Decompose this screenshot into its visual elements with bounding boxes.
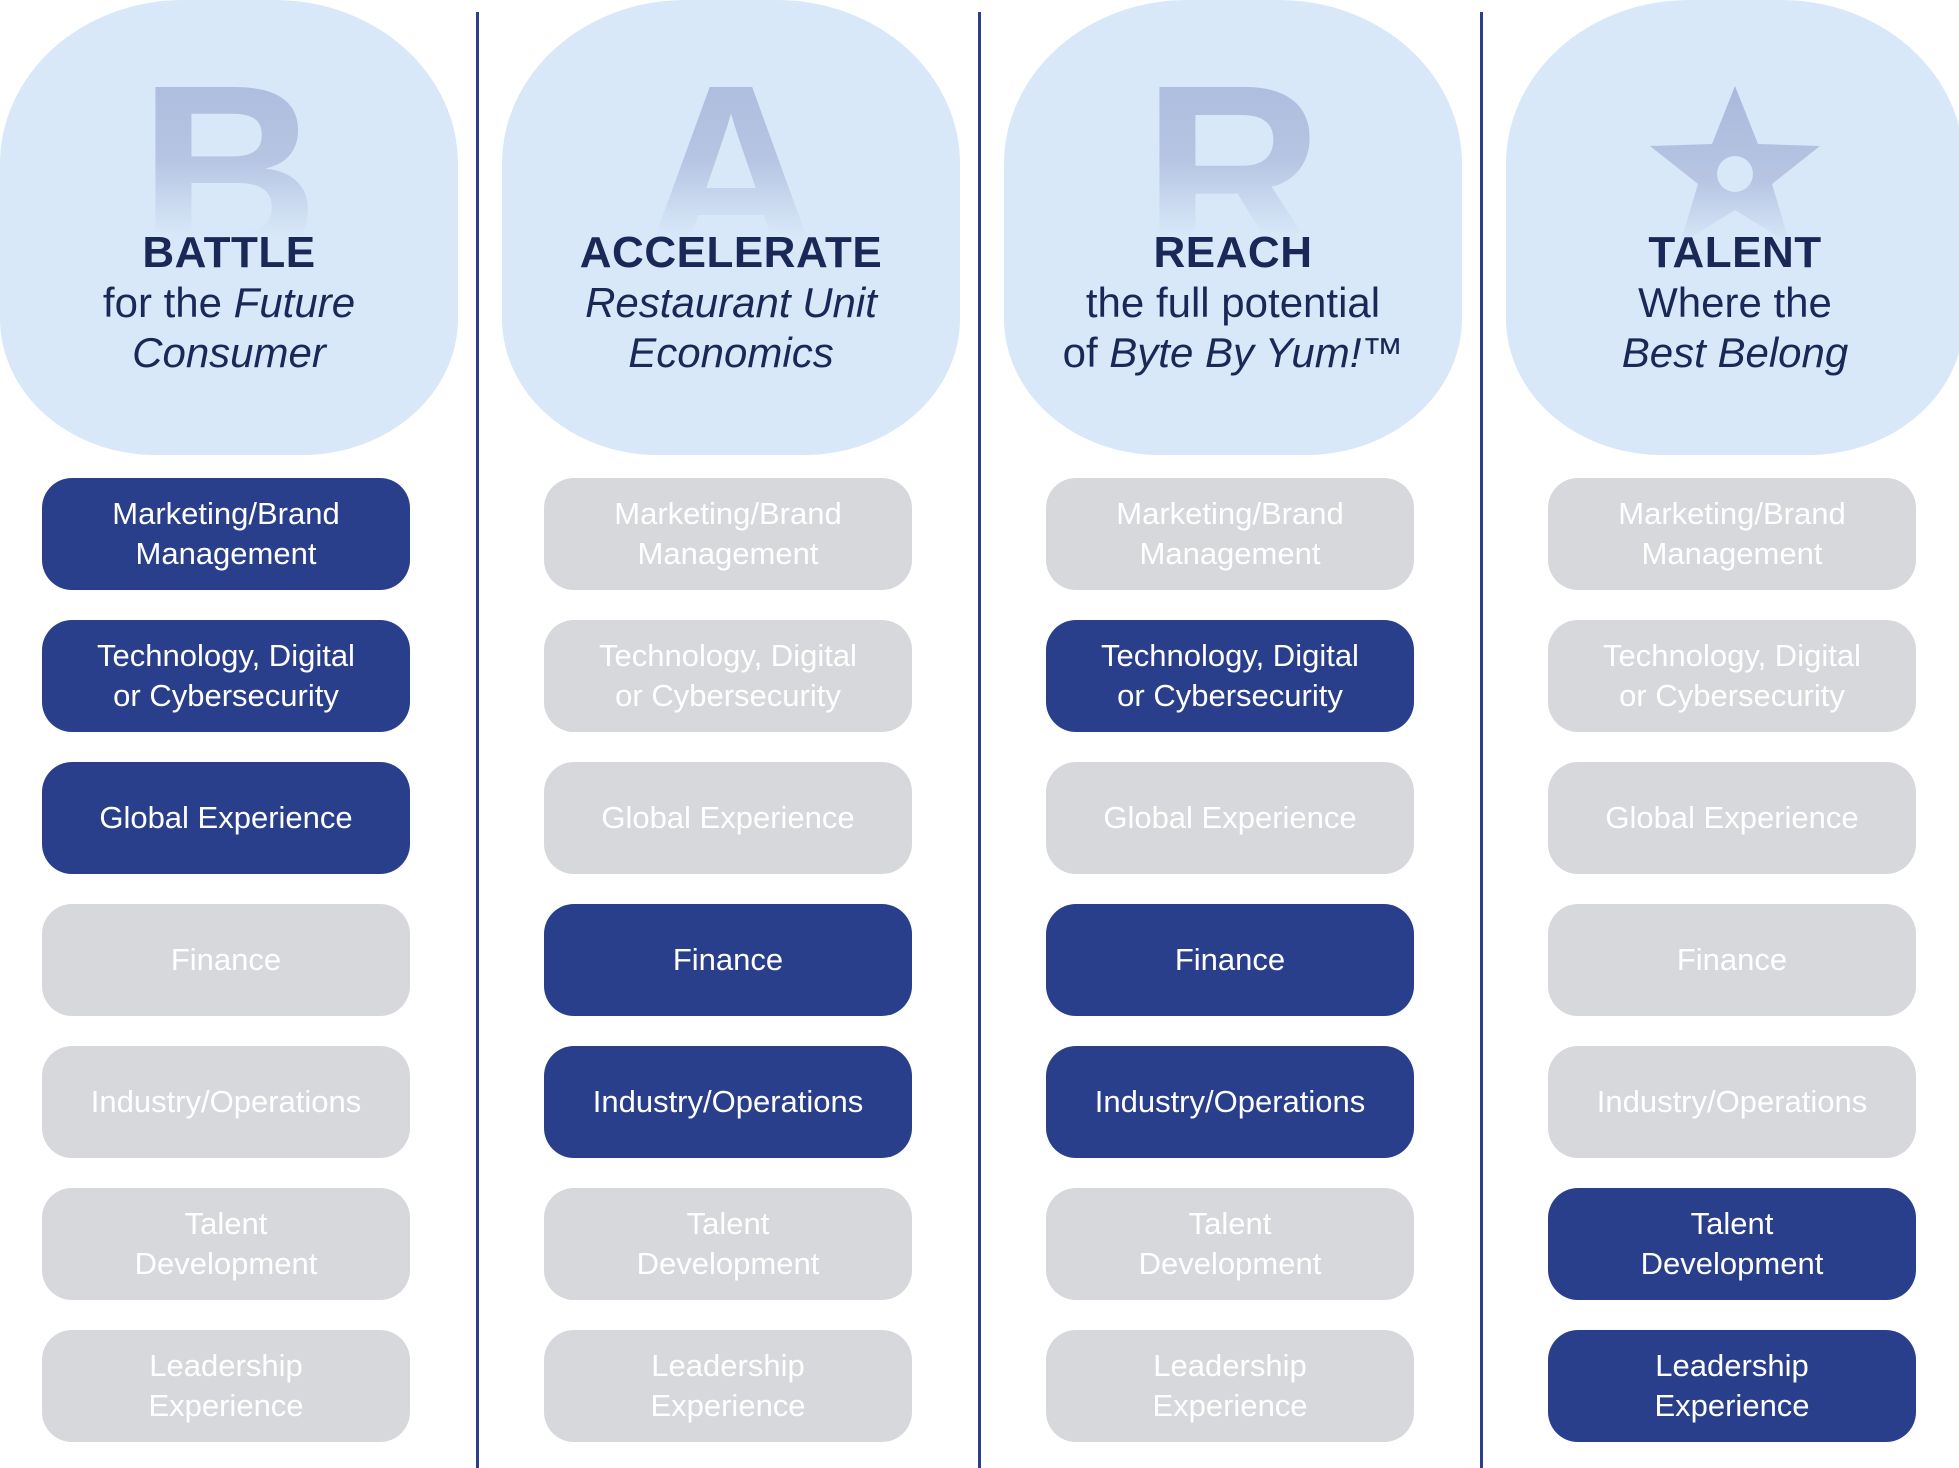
- skill-pill: Industry/Operations: [544, 1046, 912, 1158]
- trademark-symbol: ™: [1361, 329, 1404, 376]
- skill-label: Marketing/Brand Management: [614, 496, 842, 571]
- skill-pill: Leadership Experience: [544, 1330, 912, 1442]
- subtitle-italic-text: Best Belong: [1621, 329, 1849, 376]
- pillar-subtitle-line-2: Consumer: [0, 328, 458, 378]
- skill-label: Leadership Experience: [1654, 1348, 1810, 1423]
- skill-pill: Finance: [1046, 904, 1414, 1016]
- skill-label: Global Experience: [601, 800, 855, 835]
- pillar-title: BATTLE: [142, 228, 316, 277]
- column-divider: [476, 12, 479, 1468]
- pillar-subtitle-line-2: Economics: [502, 328, 960, 378]
- skill-label: Global Experience: [99, 800, 353, 835]
- skill-label: Technology, Digital or Cybersecurity: [599, 638, 857, 713]
- skill-pill: Talent Development: [42, 1188, 410, 1300]
- skill-label: Talent Development: [1138, 1206, 1322, 1281]
- pillar-subtitle-line-1: the full potential: [1004, 278, 1462, 328]
- star-icon: [1650, 86, 1820, 244]
- skill-pill: Industry/Operations: [42, 1046, 410, 1158]
- skill-label: Talent Development: [134, 1206, 318, 1281]
- skill-label: Industry/Operations: [592, 1084, 864, 1119]
- pillar-title: TALENT: [1648, 228, 1822, 277]
- skill-label: Leadership Experience: [650, 1348, 806, 1423]
- skill-label: Marketing/Brand Management: [1116, 496, 1344, 571]
- skill-label: Finance: [170, 942, 282, 977]
- skill-label: Global Experience: [1605, 800, 1859, 835]
- subtitle-text: of: [1062, 329, 1110, 376]
- subtitle-text: the full potential: [1085, 279, 1381, 326]
- skill-pill: Technology, Digital or Cybersecurity: [1548, 620, 1916, 732]
- skill-pill: Talent Development: [1046, 1188, 1414, 1300]
- skill-label: Finance: [672, 942, 784, 977]
- skill-pill: Marketing/Brand Management: [544, 478, 912, 590]
- skill-label: Marketing/Brand Management: [1618, 496, 1846, 571]
- pillar-title: ACCELERATE: [579, 228, 883, 277]
- skill-pill: Finance: [42, 904, 410, 1016]
- skill-pill: Technology, Digital or Cybersecurity: [42, 620, 410, 732]
- subtitle-text: for the: [102, 279, 234, 326]
- pillar-subtitle-line-1: for the Future: [0, 278, 458, 328]
- pillar-title: REACH: [1153, 228, 1313, 277]
- subtitle-italic-text: Restaurant Unit: [585, 279, 877, 326]
- skill-label: Industry/Operations: [1094, 1084, 1366, 1119]
- skill-pill: Industry/Operations: [1548, 1046, 1916, 1158]
- skill-label: Finance: [1676, 942, 1788, 977]
- skill-label: Industry/Operations: [90, 1084, 362, 1119]
- skill-pill: Finance: [1548, 904, 1916, 1016]
- skill-pill: Global Experience: [544, 762, 912, 874]
- skill-label: Technology, Digital or Cybersecurity: [97, 638, 355, 713]
- skill-label: Technology, Digital or Cybersecurity: [1603, 638, 1861, 713]
- skill-pill: Industry/Operations: [1046, 1046, 1414, 1158]
- skill-pill: Global Experience: [1548, 762, 1916, 874]
- column-divider: [1480, 12, 1483, 1468]
- skill-pill: Technology, Digital or Cybersecurity: [1046, 620, 1414, 732]
- skill-pill: Global Experience: [42, 762, 410, 874]
- column-divider: [978, 12, 981, 1468]
- skill-pill: Leadership Experience: [1548, 1330, 1916, 1442]
- subtitle-italic-text: Byte By Yum!: [1109, 329, 1362, 376]
- skill-pill: Marketing/Brand Management: [1548, 478, 1916, 590]
- skill-pill: Finance: [544, 904, 912, 1016]
- skill-label: Technology, Digital or Cybersecurity: [1101, 638, 1359, 713]
- pillar-subtitle-line-1: Restaurant Unit: [502, 278, 960, 328]
- pillar-letter: A: [502, 48, 960, 298]
- subtitle-text: Where the: [1638, 279, 1832, 326]
- pillar-subtitle-line-1: Where the: [1506, 278, 1959, 328]
- subtitle-italic-text: Consumer: [132, 329, 326, 376]
- skill-label: Global Experience: [1103, 800, 1357, 835]
- skill-label: Industry/Operations: [1596, 1084, 1868, 1119]
- skill-label: Leadership Experience: [148, 1348, 304, 1423]
- skill-pill: Talent Development: [1548, 1188, 1916, 1300]
- pillar-letter: R: [1004, 48, 1462, 298]
- skill-pill: Leadership Experience: [1046, 1330, 1414, 1442]
- subtitle-italic-text: Future: [233, 279, 356, 326]
- skill-label: Talent Development: [636, 1206, 820, 1281]
- skill-label: Talent Development: [1640, 1206, 1824, 1281]
- pillar-letter: B: [0, 48, 458, 298]
- skill-pill: Technology, Digital or Cybersecurity: [544, 620, 912, 732]
- skill-label: Finance: [1174, 942, 1286, 977]
- skill-pill: Talent Development: [544, 1188, 912, 1300]
- skill-label: Marketing/Brand Management: [112, 496, 340, 571]
- subtitle-italic-text: Economics: [628, 329, 834, 376]
- skill-pill: Marketing/Brand Management: [42, 478, 410, 590]
- pillar-subtitle-line-2: Best Belong: [1506, 328, 1959, 378]
- pillar-subtitle-line-2: of Byte By Yum!™: [1004, 328, 1462, 378]
- skill-pill: Marketing/Brand Management: [1046, 478, 1414, 590]
- skill-pill: Global Experience: [1046, 762, 1414, 874]
- skill-label: Leadership Experience: [1152, 1348, 1308, 1423]
- skill-pill: Leadership Experience: [42, 1330, 410, 1442]
